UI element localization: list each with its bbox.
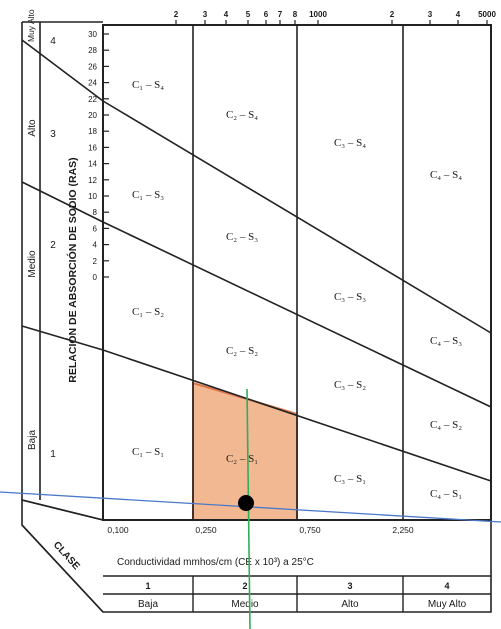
zone-c4-s2: C₄ – S₂	[430, 419, 462, 431]
sodium-class-3-name: Alto	[27, 119, 38, 137]
x-tick-0-250: 0,250	[195, 525, 217, 535]
zone-c4-s1: C₄ – S₁	[430, 488, 462, 500]
zone-c2-s1: C₂ – S₁	[226, 453, 258, 465]
zone-c1-s1: C₁ – S₁	[132, 446, 164, 458]
zone-c2-s2: C₂ – S₂	[226, 345, 258, 357]
y-tick-label: 18	[88, 127, 97, 136]
zone-c1-s4: C₁ – S₄	[132, 79, 164, 91]
y-tick-label: 22	[88, 95, 97, 104]
salinity-class-1-number: 1	[145, 581, 150, 591]
strip-divider-3-2	[21, 181, 104, 223]
top-tick-label: 2	[174, 10, 179, 19]
salinity-class-1-name: Baja	[138, 599, 158, 610]
zone-c2-s4: C₂ – S₄	[226, 109, 258, 121]
x-tick-0-100: 0,100	[107, 525, 129, 535]
top-tick-label: 3	[203, 10, 208, 19]
zone-c2-s3: C₂ – S₃	[226, 231, 258, 243]
boundary-s3-s4	[102, 100, 492, 334]
y-tick-label: 20	[88, 111, 97, 120]
sodium-class-1-name: Baja	[27, 430, 38, 450]
top-tick-label: 5000	[478, 10, 496, 19]
sodium-class-2-number: 2	[50, 240, 56, 251]
sodium-class-2-name: Medio	[27, 250, 38, 278]
salinity-class-3-name: Alto	[341, 599, 359, 610]
legend-base-diagonal	[21, 524, 104, 613]
x-axis-title: Conductividad mmhos/cm (CE x 10³) a 25°C	[117, 557, 314, 568]
y-tick-label: 0	[93, 273, 98, 282]
y-tick-label: 14	[88, 160, 97, 169]
zone-c4-s3: C₄ – S₃	[430, 335, 462, 347]
strip-divider-4-3	[21, 39, 104, 102]
y-tick-label: 10	[88, 192, 97, 201]
boundary-s2-s3	[102, 221, 492, 408]
y-tick-label: 6	[93, 224, 98, 233]
top-tick-label: 4	[456, 10, 461, 19]
sodium-class-4-number: 4	[50, 36, 56, 47]
y-tick-label: 30	[88, 30, 97, 39]
zone-c3-s3: C₃ – S₃	[334, 291, 366, 303]
x-tick-0-750: 0,750	[299, 525, 321, 535]
sodium-class-1-number: 1	[50, 449, 56, 460]
zone-c1-s3: C₁ – S₃	[132, 189, 164, 201]
y-tick-label: 8	[93, 208, 98, 217]
clase-label: CLASE	[51, 540, 82, 573]
y-tick-label: 12	[88, 176, 97, 185]
sodium-class-3-number: 3	[50, 129, 56, 140]
y-tick-label: 28	[88, 46, 97, 55]
y-axis-title: RELACIÓN DE ABSORCIÓN DE SODIO (RAS)	[66, 157, 79, 382]
boundary-s1-s2	[102, 349, 492, 482]
top-tick-label: 7	[278, 10, 283, 19]
y-tick-label: 2	[93, 257, 98, 266]
top-tick-label: 5	[246, 10, 251, 19]
top-tick-label: 2	[390, 10, 395, 19]
zone-c1-s2: C₁ – S₂	[132, 306, 164, 318]
zone-c3-s4: C₃ – S₄	[334, 137, 366, 149]
salinity-class-4-number: 4	[444, 581, 449, 591]
top-tick-label: 6	[264, 10, 269, 19]
y-tick-label: 16	[88, 143, 97, 152]
salinity-class-2-number: 2	[242, 581, 247, 591]
zone-c3-s2: C₃ – S₂	[334, 379, 366, 391]
y-tick-label: 24	[88, 79, 97, 88]
top-tick-label: 1000	[309, 10, 327, 19]
zone-c3-s1: C₃ – S₁	[334, 473, 366, 485]
salinity-class-3-number: 3	[347, 581, 352, 591]
sodium-class-4-name: Muy Alto	[26, 9, 36, 42]
y-tick-label: 26	[88, 62, 97, 71]
strip-divider-2-1	[21, 325, 104, 351]
zone-c4-s4: C₄ – S₄	[430, 169, 462, 181]
x-tick-2-250: 2,250	[392, 525, 414, 535]
top-tick-label: 4	[224, 10, 229, 19]
y-tick-label: 4	[93, 241, 98, 250]
salinity-class-2-name: Medio	[231, 599, 259, 610]
top-tick-label: 8	[293, 10, 298, 19]
sample-point	[238, 495, 254, 511]
salinity-class-4-name: Muy Alto	[428, 599, 467, 610]
top-tick-label: 3	[428, 10, 433, 19]
